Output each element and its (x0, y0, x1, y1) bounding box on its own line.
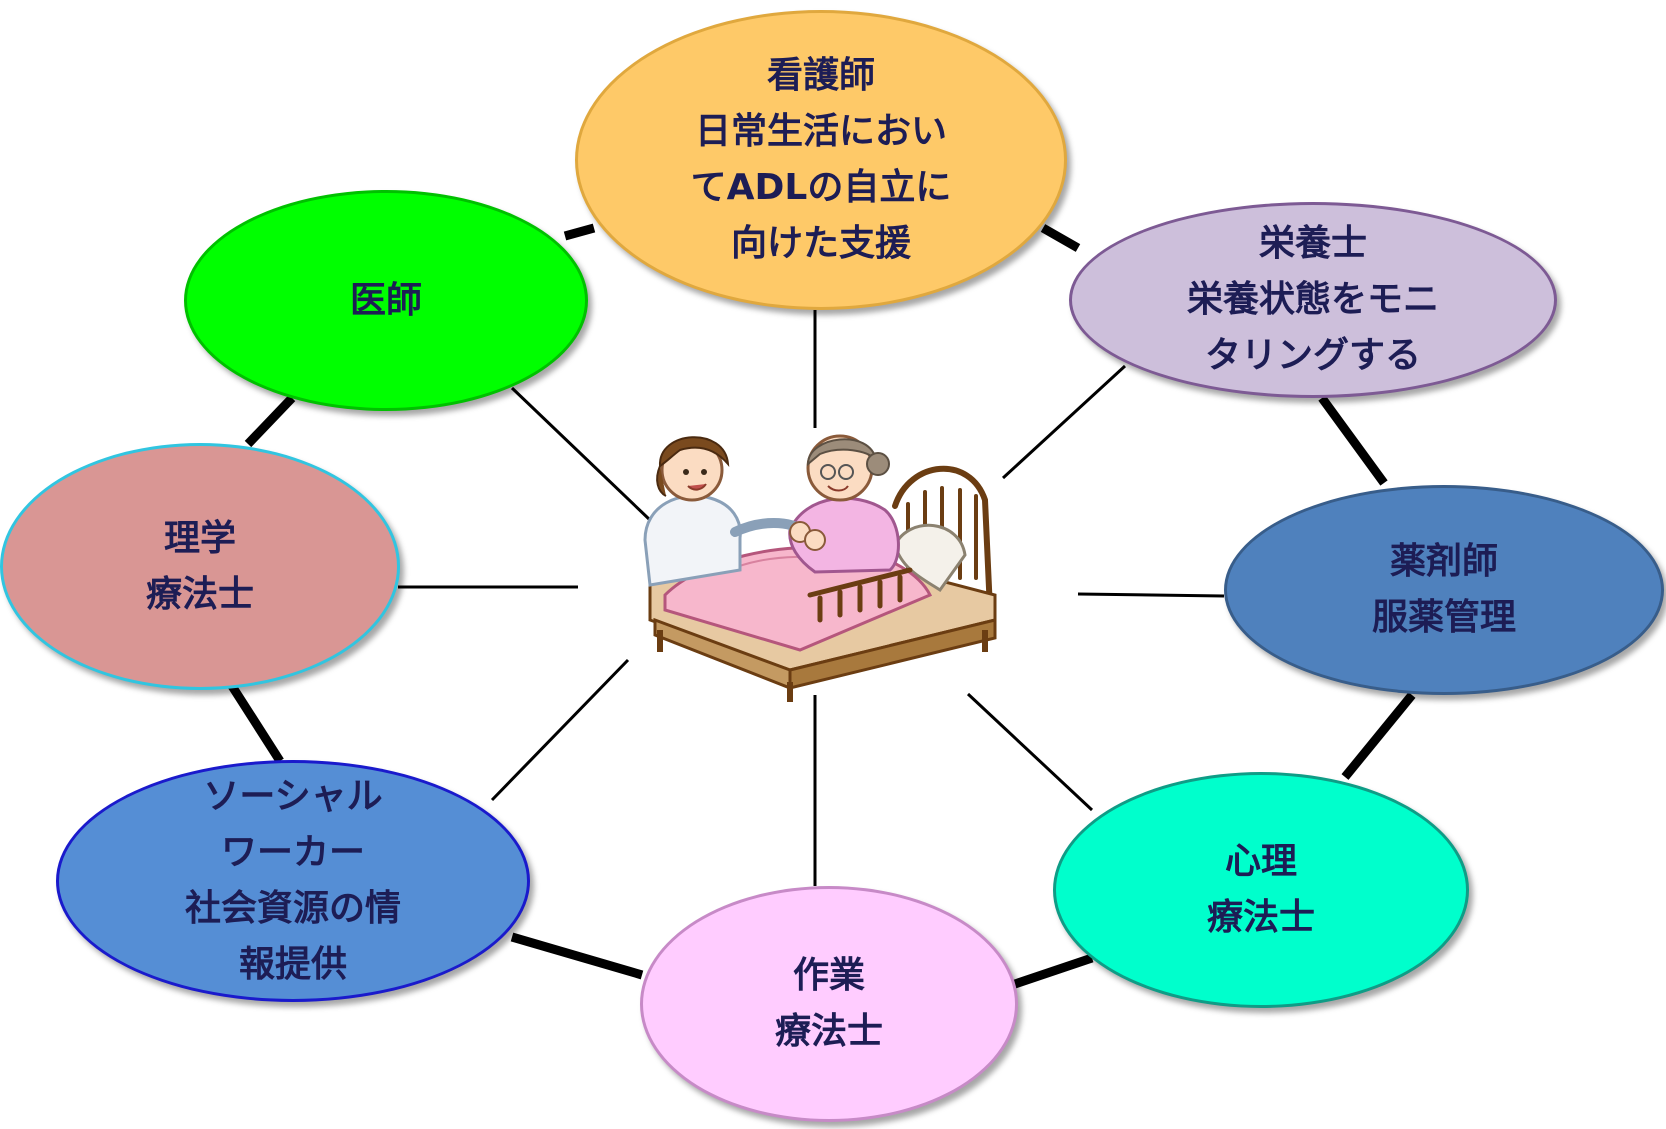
node-dietitian: 栄養士 栄養状態をモニ タリングする (1069, 202, 1557, 398)
spoke-doctor (510, 386, 652, 522)
node-psychotherapist: 心理 療法士 (1053, 772, 1469, 1008)
node-social-worker-label: ソーシャル ワーカー 社会資源の情 報提供 (184, 776, 401, 985)
ring-line-pharm-psych (1341, 692, 1416, 780)
node-occupational-therapist-label: 作業 療法士 (774, 955, 883, 1052)
ring-line-doctor-nurse (563, 223, 596, 241)
node-pharmacist: 薬剤師 服薬管理 (1224, 485, 1664, 695)
ring-line-pt-doctor (244, 394, 296, 448)
node-occupational-therapist: 作業 療法士 (640, 886, 1018, 1122)
nurse-patient-bed-icon (643, 434, 997, 702)
node-psychotherapist-label: 心理 療法士 (1206, 841, 1315, 938)
node-physical-therapist-label: 理学 療法士 (145, 517, 254, 615)
spoke-psych (966, 692, 1094, 812)
ring-line-diet-pharm (1318, 395, 1388, 486)
spoke-diet (1001, 364, 1127, 480)
ring-line-social-pt (228, 683, 284, 764)
node-social-worker: ソーシャル ワーカー 社会資源の情 報提供 (56, 760, 530, 1002)
ring-line-nurse-diet (1040, 224, 1081, 252)
node-nurse: 看護師 日常生活におい てADLの自立に 向けた支援 (575, 10, 1067, 310)
node-pharmacist-label: 薬剤師 服薬管理 (1371, 541, 1516, 638)
spoke-social (490, 658, 630, 802)
spoke-pharm (1077, 592, 1225, 598)
ring-line-ot-social (510, 932, 644, 980)
node-doctor: 医師 (184, 190, 588, 411)
node-nurse-label: 看護師 日常生活におい てADLの自立に 向けた支援 (690, 55, 952, 264)
node-dietitian-label: 栄養士 栄養状態をモニ タリングする (1186, 223, 1439, 376)
ring-line-psych-ot (1010, 953, 1094, 990)
node-doctor-label: 医師 (349, 279, 422, 321)
node-physical-therapist: 理学 療法士 (0, 443, 400, 690)
